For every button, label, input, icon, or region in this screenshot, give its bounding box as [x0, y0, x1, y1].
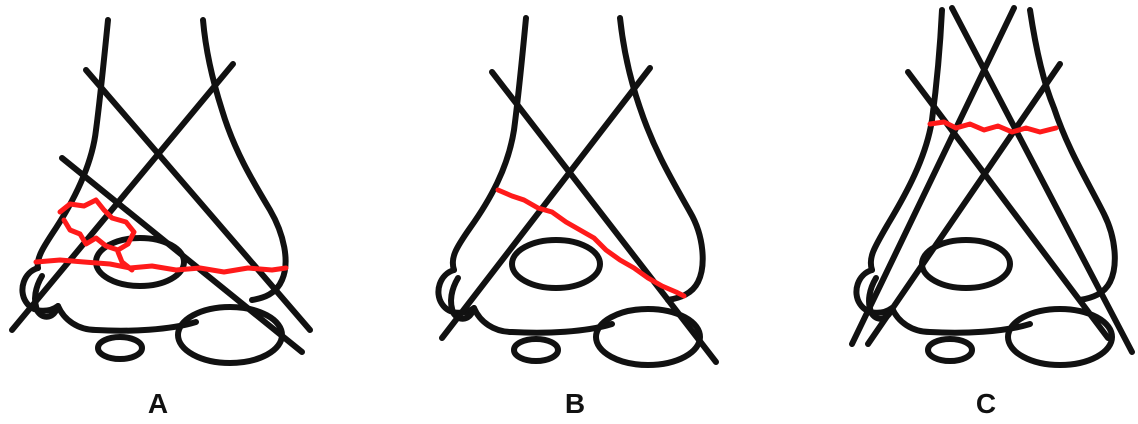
figure-b-k-wire-2	[442, 68, 650, 338]
figure-c	[852, 8, 1132, 365]
figure-label-a: A	[138, 388, 178, 420]
figure-c-calcaneus-oval	[1008, 309, 1112, 365]
figure-a-k-wire-2	[12, 64, 233, 330]
figure-b	[438, 18, 716, 365]
figure-b-talus-oval	[512, 240, 600, 288]
figure-a-navicular-oval	[98, 337, 142, 359]
figure-a-calcaneus-oval	[178, 307, 282, 363]
figure-label-c: C	[966, 388, 1006, 420]
figure-b-navicular-oval	[514, 339, 558, 361]
figure-label-b: B	[555, 388, 595, 420]
figure-c-bone-outline-right	[1030, 10, 1115, 300]
figure-c-navicular-oval	[928, 339, 972, 361]
figure-a	[12, 20, 310, 363]
figure-b-bone-outline-left	[453, 18, 526, 270]
